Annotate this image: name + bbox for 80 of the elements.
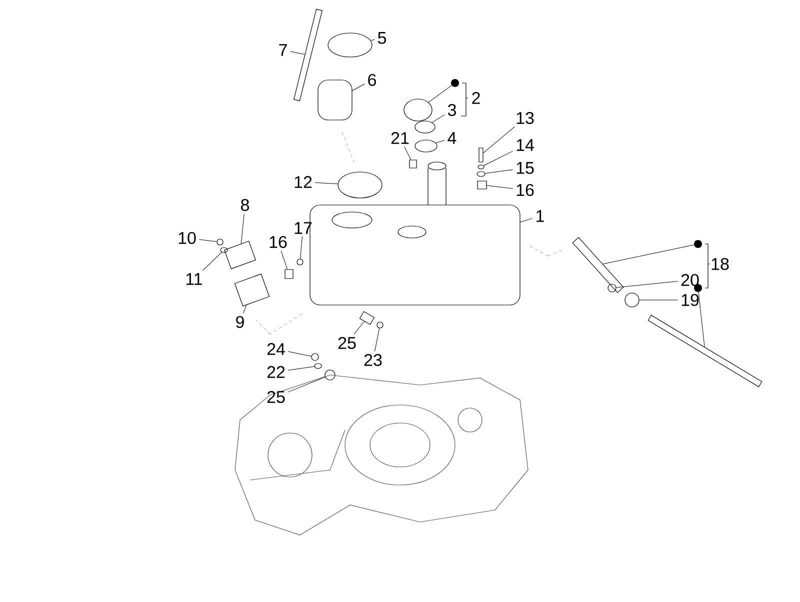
callout-number: 19 [682, 294, 699, 306]
clip [409, 160, 417, 168]
nut [216, 238, 224, 246]
dot [694, 284, 702, 292]
leader-line [436, 140, 445, 144]
callout-number: 2 [472, 92, 480, 104]
callout-number: 12 [294, 176, 312, 188]
leader-line [616, 281, 678, 288]
gasket [414, 140, 438, 152]
dot [694, 240, 702, 248]
filler-cap [404, 98, 432, 122]
leader-line [374, 328, 380, 352]
callout-number: 25 [338, 336, 356, 350]
washer [478, 164, 484, 170]
leader-line [428, 85, 452, 103]
callout-number: 8 [241, 198, 249, 212]
callout-number: 1 [536, 210, 544, 222]
callout-number: 4 [448, 132, 456, 144]
screw [311, 353, 319, 361]
leader-line [354, 321, 365, 335]
leader-line [314, 182, 338, 184]
hose-clamp [608, 284, 616, 292]
leader-line [520, 218, 533, 222]
leader-line [288, 376, 326, 392]
callout-number: 9 [236, 316, 244, 328]
callout-number: 16 [516, 184, 534, 196]
nut [284, 269, 294, 279]
callout-number: 25 [267, 390, 285, 404]
sealing-ring [338, 172, 382, 198]
callout-number: 7 [279, 44, 287, 56]
leader-line [280, 250, 288, 270]
gasket [234, 274, 270, 306]
leader-line [404, 146, 412, 160]
leader-line [483, 126, 515, 154]
leader-line [602, 244, 694, 264]
callout-number: 10 [178, 232, 196, 244]
callout-number: 18 [712, 258, 729, 270]
leader-line [370, 39, 375, 41]
leader-line [240, 213, 244, 244]
leader-line [484, 169, 514, 174]
valve [624, 292, 640, 308]
gasket [414, 120, 436, 134]
leader-line [432, 114, 445, 123]
callout-number: 21 [391, 132, 409, 144]
leader-line [288, 351, 312, 356]
leader-line [202, 252, 222, 271]
callout-number: 24 [267, 343, 285, 355]
ring-nut [328, 32, 372, 58]
leader-line [300, 236, 302, 259]
leader-line [486, 185, 514, 189]
callout-number: 5 [378, 32, 386, 44]
leader-line [290, 51, 306, 55]
callout-number: 15 [516, 162, 534, 174]
screw [376, 322, 384, 328]
washer [220, 247, 228, 253]
callout-number: 22 [267, 366, 285, 378]
callout-number: 6 [368, 74, 376, 86]
dot [451, 79, 459, 87]
callout-number: 23 [364, 354, 382, 366]
leader-line [288, 366, 315, 371]
leader-line [698, 292, 705, 348]
hose [572, 237, 624, 293]
callout-number: 3 [448, 104, 456, 116]
washer [314, 363, 322, 369]
callout-number: 20 [681, 274, 699, 286]
leader-line [198, 239, 217, 242]
callout-number: 11 [186, 273, 202, 285]
bolt [478, 148, 484, 162]
hose-clamp [324, 370, 336, 380]
washer [476, 171, 486, 177]
nut [296, 258, 304, 266]
leader-line [483, 150, 514, 166]
leader-line [352, 84, 365, 91]
callout-number: 13 [516, 112, 534, 124]
hose [648, 314, 762, 388]
callout-number: 16 [270, 236, 287, 248]
nut [477, 180, 487, 190]
fuel-pump [318, 80, 352, 120]
leader-line [243, 304, 247, 314]
callout-number: 14 [516, 139, 534, 151]
